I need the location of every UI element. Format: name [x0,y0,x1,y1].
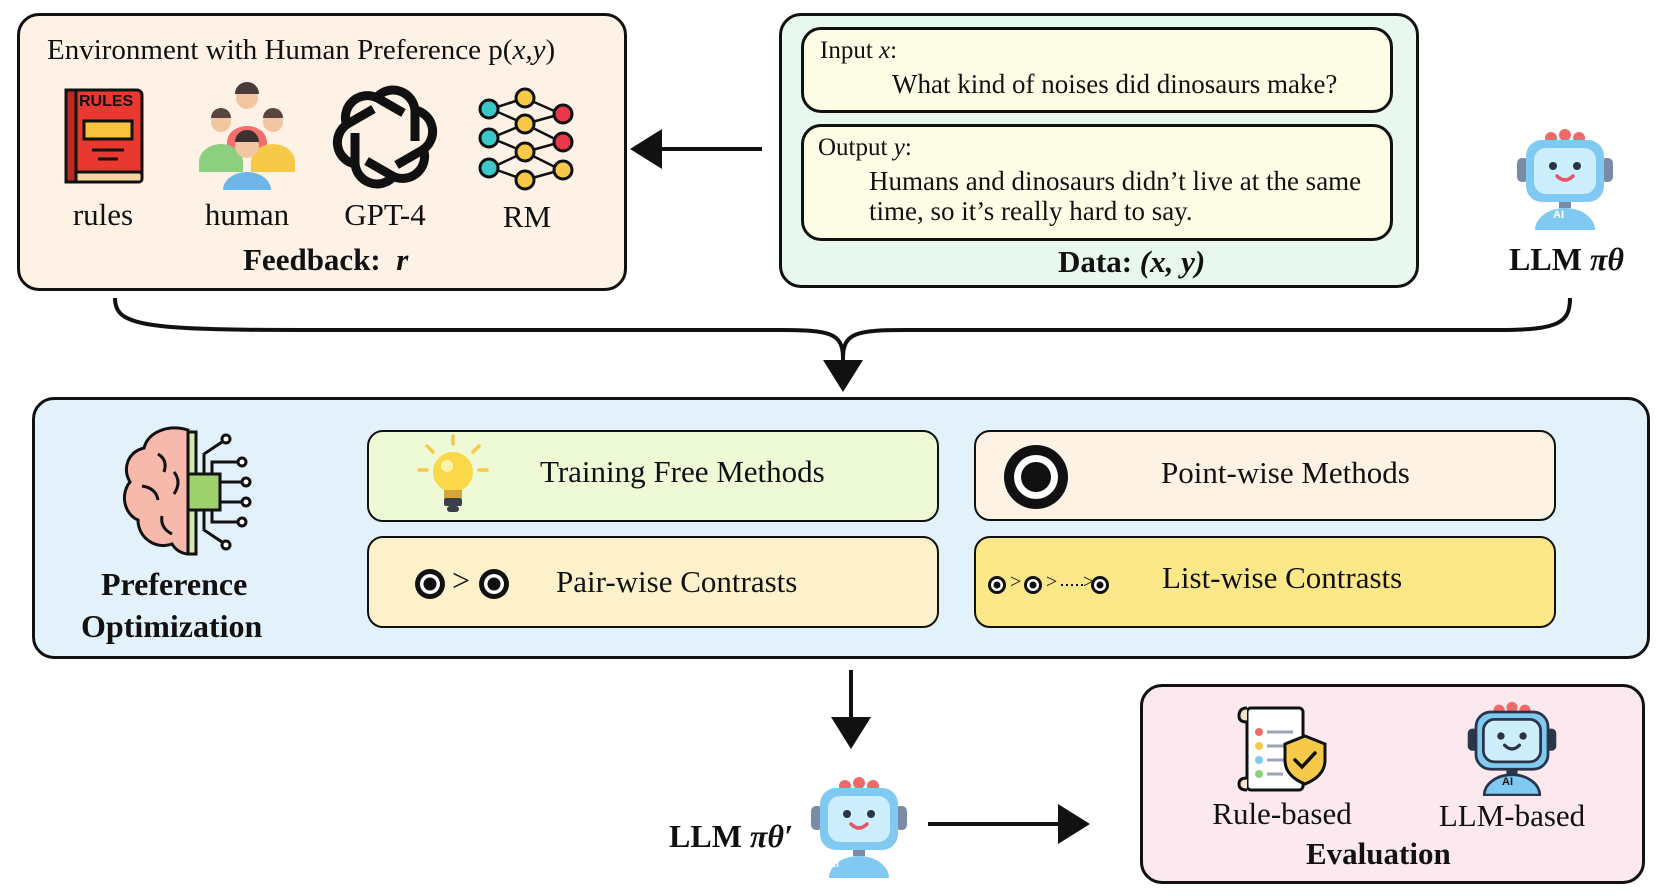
input-label: Input x: [820,37,898,64]
human-group-icon [199,82,295,190]
llm-top-label: LLM πθ [1509,241,1624,277]
list-wise-contrasts-box [974,536,1556,628]
point-wise-methods-label: Point-wise Methods [1161,455,1410,490]
list-compare-symbol-2: > [1046,571,1058,593]
lightbulb-icon [417,434,489,512]
eval-robot-badge: AI [1502,776,1513,788]
evaluation-panel [1140,684,1645,884]
feedback-title: Environment with Human Preference p(x,y) [47,34,556,66]
po-title-line2: Optimization [81,608,263,644]
pair-wise-contrasts-box [367,536,939,628]
output-box [801,124,1393,241]
robot-icon [1467,701,1557,796]
rules-label: rules [72,197,134,232]
feedback-caption: Feedback: r [243,242,409,277]
llm-bottom-label: LLM πθ′ [669,818,793,854]
robot-icon [811,777,907,878]
list-compare-symbol-3: > [1083,571,1095,593]
brain-chip-icon [122,426,252,556]
human-label: human [204,197,290,232]
llm-bottom-badge: AI [828,858,839,870]
rule-based-label: Rule-based [1212,796,1352,831]
openai-logo-icon [332,85,438,189]
training-free-methods-label: Training Free Methods [540,454,825,489]
pair-wise-contrasts-label: Pair-wise Contrasts [556,564,798,599]
rules-icon-text: RULES [79,93,134,110]
po-title-line1: Preference [101,566,248,602]
rm-label: RM [502,199,552,234]
document-shield-icon [1237,706,1327,792]
output-line-1: Humans and dinosaurs didn’t live at the … [869,166,1362,196]
reward-model-network-icon [478,87,574,191]
pair-compare-symbol: > [452,562,471,598]
gpt4-label: GPT-4 [344,197,426,232]
llm-top-badge: AI [1553,209,1564,221]
input-box [801,27,1393,113]
point-wise-methods-box [974,430,1556,521]
list-compare-icon [988,576,1109,594]
llm-based-label: LLM-based [1438,798,1586,833]
training-free-methods-box [367,430,939,522]
list-compare-symbol-1: > [1010,571,1022,593]
output-label: Output y: [818,134,912,161]
pair-compare-icon [415,569,509,599]
evaluation-caption: Evaluation [1306,836,1451,871]
data-caption: Data: (x, y) [1058,244,1206,279]
target-circle-icon [1004,445,1068,509]
rules-book-icon [64,88,144,184]
list-wise-contrasts-label: List-wise Contrasts [1162,560,1403,595]
merge-brace [113,297,1572,359]
input-text: What kind of noises did dinosaurs make? [892,69,1338,99]
output-line-2: time, so it’s really hard to say. [869,196,1193,226]
robot-icon [1517,129,1613,230]
